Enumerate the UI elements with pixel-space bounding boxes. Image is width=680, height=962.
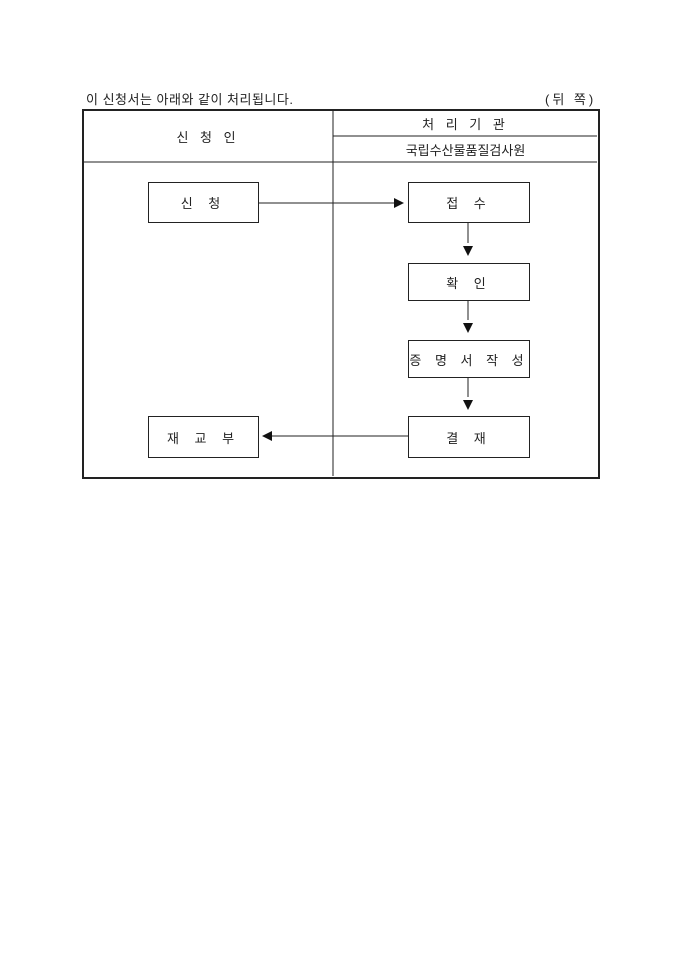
applicant-header: 신 청 인 <box>176 129 240 145</box>
step-receive: 접 수 <box>408 182 530 223</box>
step-apply: 신 청 <box>148 182 259 223</box>
arrowhead-left-icon <box>262 431 272 441</box>
agency-header: 처 리 기 관 <box>422 116 509 132</box>
step-reissue: 재 교 부 <box>148 416 259 458</box>
arrowhead-right-icon <box>394 198 404 208</box>
step-approve: 결 재 <box>408 416 530 458</box>
page-side-label: (뒤 쪽) <box>545 92 597 107</box>
arrowhead-down-icon <box>463 246 473 256</box>
agency-name: 국립수산물품질검사원 <box>405 143 526 158</box>
process-flow-table <box>82 109 600 479</box>
step-issue-certificate: 증 명 서 작 성 <box>408 340 530 378</box>
step-confirm: 확 인 <box>408 263 530 301</box>
arrowhead-down-icon <box>463 323 473 333</box>
arrowhead-down-icon <box>463 400 473 410</box>
document-caption: 이 신청서는 아래와 같이 처리됩니다. <box>86 92 294 107</box>
